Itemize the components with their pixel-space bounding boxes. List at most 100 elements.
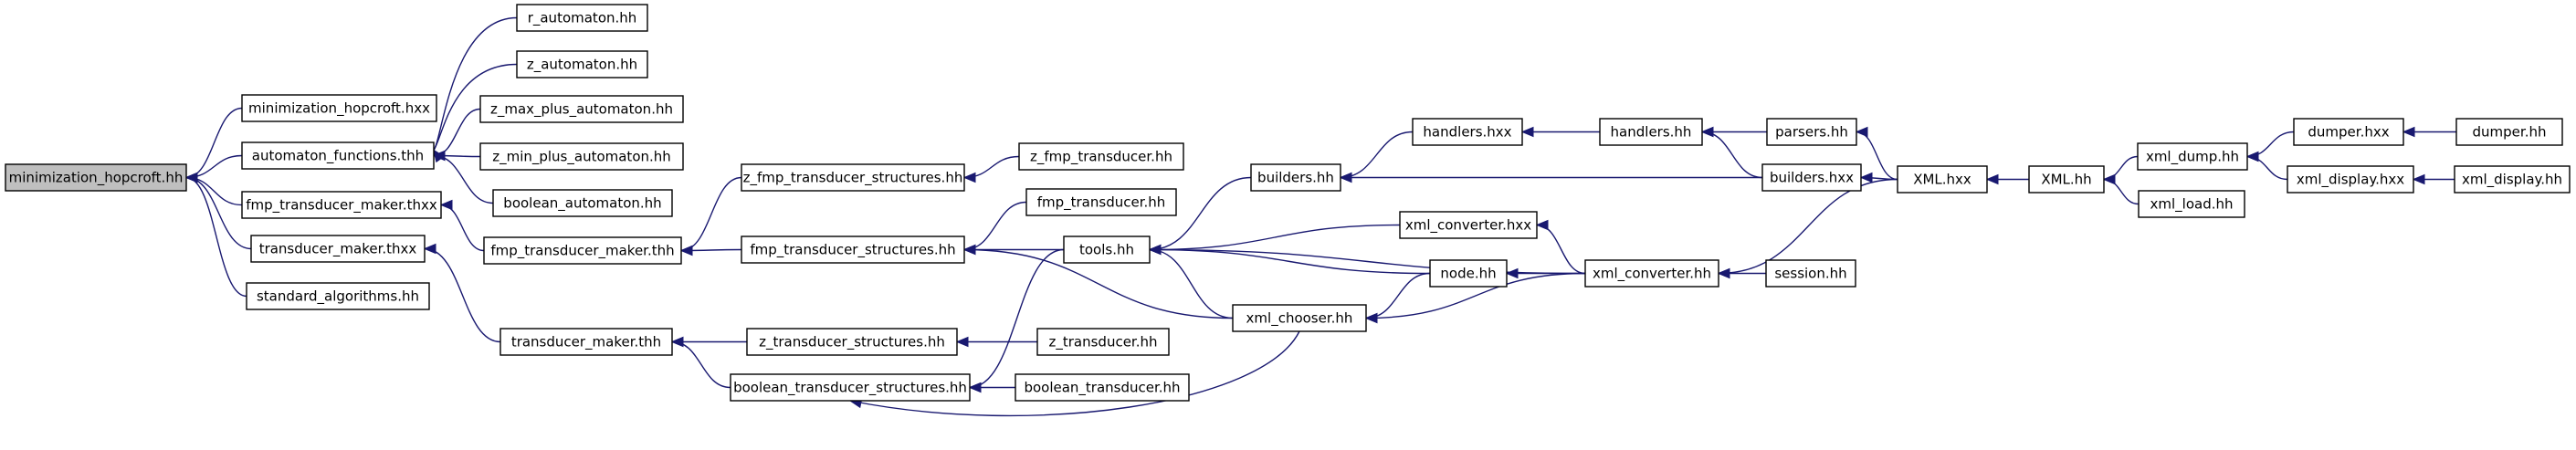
node-xml-converter-hxx[interactable]: xml_converter.hxx <box>1399 211 1538 239</box>
edge-r-automaton-hh-to-automaton-functions-thh <box>433 16 518 163</box>
node-XML-hh[interactable]: XML.hh <box>2028 165 2105 194</box>
edge-dumper-hh-to-dumper-hxx <box>2402 126 2456 138</box>
node-box <box>2137 142 2248 171</box>
node-tools-hh[interactable]: tools.hh <box>1063 235 1151 264</box>
edge-xml-display-hxx-to-xml-dump-hh <box>2245 151 2288 181</box>
edge-arrowhead <box>2245 151 2259 162</box>
node-minimization-hopcroft-hh[interactable]: minimization_hopcroft.hh <box>5 163 187 192</box>
node-z-transducer-structures-hh[interactable]: z_transducer_structures.hh <box>746 328 958 356</box>
node-xml-display-hh[interactable]: xml_display.hh <box>2454 165 2571 194</box>
node-box <box>516 4 648 32</box>
node-z-automaton-hh[interactable]: z_automaton.hh <box>516 50 648 78</box>
node-box <box>250 235 426 263</box>
node-box <box>741 235 965 264</box>
node-z-fmp-transducer-structures-hh[interactable]: z_fmp_transducer_structures.hh <box>741 163 965 192</box>
node-z-fmp-transducer-hh[interactable]: z_fmp_transducer.hh <box>1018 142 1184 171</box>
node-fmp-transducer-maker-thxx[interactable]: fmp_transducer_maker.thxx <box>241 191 442 219</box>
node-label: minimization_hopcroft.hh <box>9 170 184 187</box>
node-box <box>1025 188 1177 216</box>
node-xml-chooser-hh[interactable]: xml_chooser.hh <box>1232 304 1367 332</box>
node-handlers-hxx[interactable]: handlers.hxx <box>1412 118 1523 146</box>
edge-arrowhead <box>2412 173 2425 185</box>
graph-edges <box>184 16 2456 417</box>
node-z-min-plus-automaton-hh[interactable]: z_min_plus_automaton.hh <box>479 142 684 171</box>
node-z-max-plus-automaton-hh[interactable]: z_max_plus_automaton.hh <box>479 95 684 123</box>
node-z-transducer-hh[interactable]: z_transducer.hh <box>1036 328 1170 356</box>
edge-tools-hh-to-boolean-transducer-structures-hh <box>968 248 1065 393</box>
edge-arrowhead <box>955 336 969 348</box>
edge-line <box>1149 248 1431 275</box>
graph-nodes: minimization_hopcroft.hh minimization_hop… <box>5 4 2571 402</box>
node-label: xml_load.hh <box>2150 196 2234 214</box>
node-box <box>1897 165 1988 194</box>
edge-XML-hxx-to-xml-converter-hh <box>1717 178 1898 279</box>
node-automaton-functions-thh[interactable]: automaton_functions.thh <box>241 141 435 170</box>
edge-boolean-transducer-structures-hh-to-transducer-maker-thh <box>670 336 731 389</box>
node-label: z_fmp_transducer.hh <box>1030 149 1172 166</box>
node-boolean-automaton-hh[interactable]: boolean_automaton.hh <box>492 189 673 217</box>
node-handlers-hh[interactable]: handlers.hh <box>1599 118 1703 146</box>
node-transducer-maker-thh[interactable]: transducer_maker.thh <box>499 328 673 356</box>
node-box <box>241 94 437 122</box>
node-dumper-hh[interactable]: dumper.hh <box>2455 118 2563 146</box>
node-fmp-transducer-hh[interactable]: fmp_transducer.hh <box>1025 188 1177 216</box>
edge-arrowhead <box>2102 173 2116 185</box>
node-label: xml_display.hh <box>2462 172 2562 189</box>
node-label: xml_chooser.hh <box>1246 310 1353 328</box>
node-builders-hh[interactable]: builders.hh <box>1250 163 1341 192</box>
node-xml-load-hh[interactable]: xml_load.hh <box>2138 190 2245 218</box>
edge-line <box>2246 155 2288 181</box>
edge-arrowhead <box>1859 172 1873 183</box>
node-fmp-transducer-structures-hh[interactable]: fmp_transducer_structures.hh <box>741 235 965 264</box>
node-box <box>2454 165 2571 194</box>
node-box <box>241 141 435 170</box>
node-label: dumper.hh <box>2473 124 2547 141</box>
node-boolean-transducer-hh[interactable]: boolean_transducer.hh <box>1015 373 1190 402</box>
node-box <box>1015 373 1190 402</box>
edge-fmp-transducer-maker-thh-to-fmp-transducer-maker-thxx <box>439 199 485 252</box>
node-dumper-hxx[interactable]: dumper.hxx <box>2293 118 2404 146</box>
node-box <box>746 328 958 356</box>
edge-xml-converter-hh-to-node-hh <box>1505 267 1585 279</box>
node-label: handlers.hh <box>1611 124 1692 141</box>
node-session-hh[interactable]: session.hh <box>1765 259 1856 288</box>
node-xml-dump-hh[interactable]: xml_dump.hh <box>2137 142 2248 171</box>
node-builders-hxx[interactable]: builders.hxx <box>1761 163 1862 192</box>
edge-arrowhead <box>962 244 976 256</box>
edge-arrowhead <box>1700 126 1714 138</box>
node-fmp-transducer-maker-thh[interactable]: fmp_transducer_maker.thh <box>483 236 682 265</box>
edge-xml-converter-hh-to-tools-hh <box>1148 244 1586 275</box>
node-box <box>246 282 430 310</box>
node-label: z_max_plus_automaton.hh <box>490 101 673 119</box>
node-r-automaton-hh[interactable]: r_automaton.hh <box>516 4 648 32</box>
edge-line <box>2103 178 2140 205</box>
edge-arrowhead <box>968 382 982 393</box>
node-xml-converter-hh[interactable]: xml_converter.hh <box>1584 259 1719 288</box>
node-label: r_automaton.hh <box>528 10 637 27</box>
node-xml-display-hxx[interactable]: xml_display.hxx <box>2287 165 2414 194</box>
node-label: minimization_hopcroft.hxx <box>248 100 430 118</box>
node-label: fmp_transducer_maker.thh <box>490 243 674 260</box>
node-standard-algorithms-hh[interactable]: standard_algorithms.hh <box>246 282 430 310</box>
node-parsers-hh[interactable]: parsers.hh <box>1766 118 1857 146</box>
node-box <box>1599 118 1703 146</box>
node-transducer-maker-thxx[interactable]: transducer_maker.thxx <box>250 235 426 263</box>
node-label: z_automaton.hh <box>527 57 637 74</box>
node-label: handlers.hxx <box>1423 124 1511 141</box>
edge-node-hh-to-tools-hh <box>1148 244 1431 275</box>
node-label: xml_display.hxx <box>2297 172 2404 189</box>
edge-arrowhead <box>1535 219 1549 231</box>
edge-line <box>1149 248 1234 319</box>
node-node-hh[interactable]: node.hh <box>1429 259 1508 288</box>
edge-line <box>440 204 485 252</box>
node-box <box>2138 190 2245 218</box>
node-label: xml_dump.hh <box>2146 149 2239 166</box>
node-XML-hxx[interactable]: XML.hxx <box>1897 165 1988 194</box>
node-boolean-transducer-structures-hh[interactable]: boolean_transducer_structures.hh <box>730 373 971 402</box>
node-minimization-hopcroft-hxx[interactable]: minimization_hopcroft.hxx <box>241 94 437 122</box>
node-box <box>2287 165 2414 194</box>
node-box <box>2293 118 2404 146</box>
edge-XML-hh-to-XML-hxx <box>1985 173 2029 185</box>
edge-xml-converter-hh-to-xml-converter-hxx <box>1535 219 1586 275</box>
edge-xml-converter-hh-to-xml-chooser-hh <box>1364 272 1586 324</box>
